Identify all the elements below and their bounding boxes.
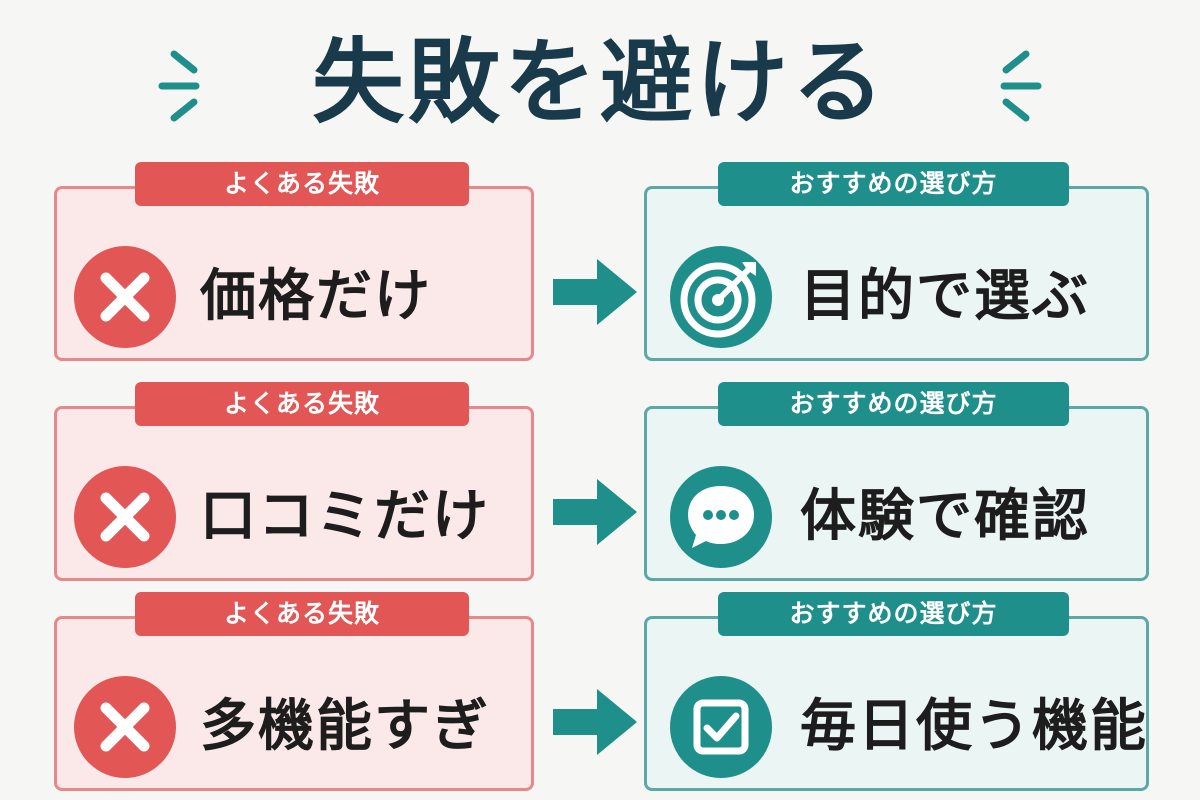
- comparison-row-3: よくある失敗 多機能すぎ おすすめの選び方 毎日使う機能: [0, 592, 1200, 792]
- arrow-right-icon: [553, 479, 637, 545]
- sparkle-right-icon: [1000, 50, 1042, 122]
- recommend-text: 目的で選ぶ: [800, 264, 1090, 329]
- recommend-tag: おすすめの選び方: [718, 162, 1069, 206]
- sparkle-left-icon: [158, 50, 200, 122]
- mistake-tag: よくある失敗: [135, 162, 469, 206]
- mistake-text: 多機能すぎ: [200, 694, 490, 759]
- chat-bubble-icon: [670, 466, 772, 568]
- recommend-text: 体験で確認: [800, 484, 1090, 549]
- mistake-text: 口コミだけ: [200, 484, 490, 549]
- x-circle-icon: [74, 466, 176, 568]
- arrow-right-icon: [553, 689, 637, 755]
- header: 失敗を避ける: [0, 0, 1200, 160]
- recommend-tag: おすすめの選び方: [718, 382, 1069, 426]
- comparison-row-2: よくある失敗 口コミだけ おすすめの選び方 体験で確認: [0, 382, 1200, 582]
- mistake-tag: よくある失敗: [135, 592, 469, 636]
- mistake-text: 価格だけ: [200, 264, 432, 329]
- comparison-row-1: よくある失敗 価格だけ おすすめの選び方 目的で選ぶ: [0, 162, 1200, 362]
- arrow-right-icon: [553, 259, 637, 325]
- target-icon: [670, 246, 772, 348]
- recommend-text: 毎日使う機能: [800, 694, 1148, 759]
- mistake-tag: よくある失敗: [135, 382, 469, 426]
- x-circle-icon: [74, 676, 176, 778]
- x-circle-icon: [74, 246, 176, 348]
- recommend-tag: おすすめの選び方: [718, 592, 1069, 636]
- checkbox-icon: [670, 676, 772, 778]
- page-title: 失敗を避ける: [311, 29, 888, 136]
